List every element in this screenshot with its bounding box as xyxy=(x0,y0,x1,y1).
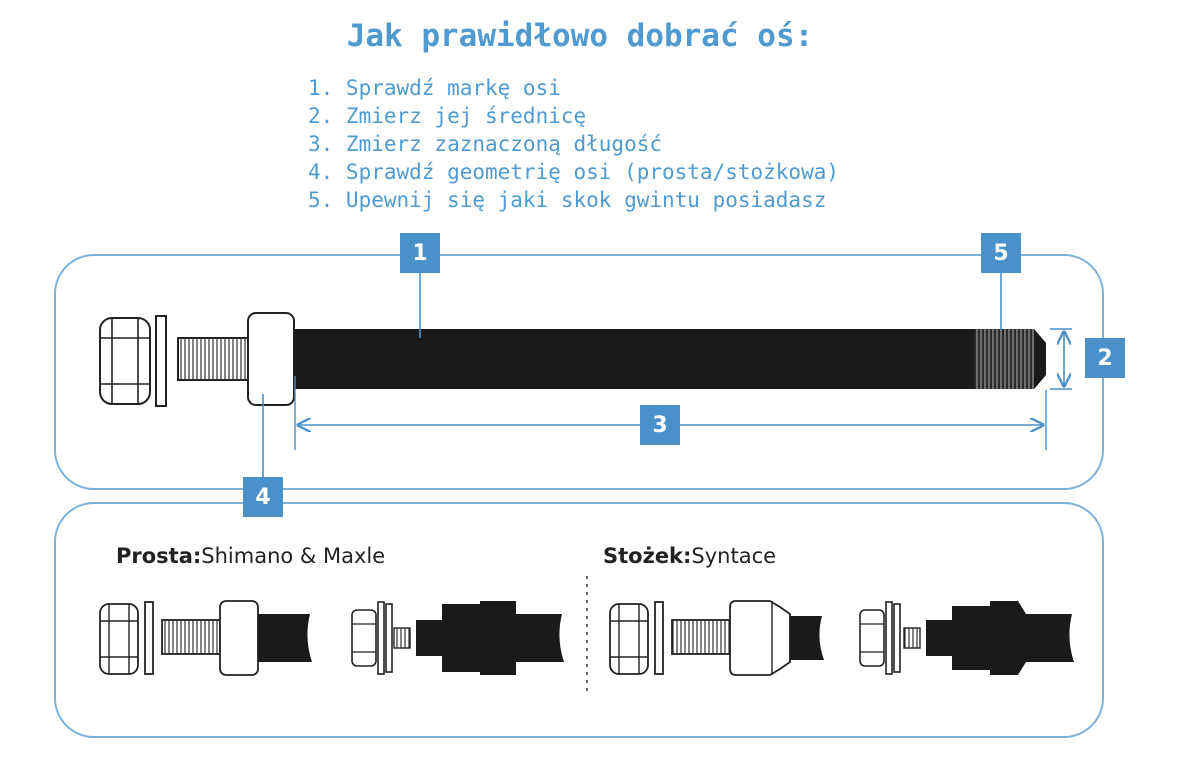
thread-stub xyxy=(177,337,249,381)
tapered-brands: Syntace xyxy=(691,544,777,568)
straight-axle-head xyxy=(219,600,259,676)
nut-icon xyxy=(99,603,139,675)
axle-shaft xyxy=(294,329,974,389)
step-item: 2. Zmierz jej średnicę xyxy=(308,104,587,128)
nut-icon xyxy=(609,603,649,675)
badge-length: 3 xyxy=(640,405,680,445)
axle-head xyxy=(247,312,295,406)
nut-icon xyxy=(99,317,151,405)
tapered-hub xyxy=(926,601,1074,675)
straight-label: Prosta: xyxy=(116,544,202,568)
instruction-list: 1. Sprawdź markę osi 2. Zmierz jej średn… xyxy=(308,74,839,214)
page-title: Jak prawidłowo dobrać oś: xyxy=(346,18,814,54)
straight-geometry-label: Prosta:Shimano & Maxle xyxy=(116,544,385,568)
step-item: 1. Sprawdź markę osi xyxy=(308,76,561,100)
tapered-axle-shaft xyxy=(790,616,824,660)
straight-hub xyxy=(416,601,564,675)
geometry-panel xyxy=(54,502,1104,738)
straight-axle-shaft xyxy=(258,614,312,662)
badge-brand: 1 xyxy=(400,233,440,273)
tapered-label: Stożek: xyxy=(603,544,692,568)
step-item: 3. Zmierz zaznaczoną długość xyxy=(308,132,663,156)
step-item: 4. Sprawdź geometrię osi (prosta/stożkow… xyxy=(308,160,840,184)
step-item: 5. Upewnij się jaki skok gwintu posiadas… xyxy=(308,188,827,212)
axle-threaded-end xyxy=(974,329,1046,389)
straight-brands: Shimano & Maxle xyxy=(201,544,386,568)
badge-thread-pitch: 5 xyxy=(981,233,1021,273)
badge-geometry: 4 xyxy=(243,477,283,517)
badge-diameter: 2 xyxy=(1085,338,1125,378)
tapered-geometry-label: Stożek:Syntace xyxy=(603,544,776,568)
tapered-axle-head xyxy=(729,600,791,676)
washer-icon xyxy=(155,315,167,407)
